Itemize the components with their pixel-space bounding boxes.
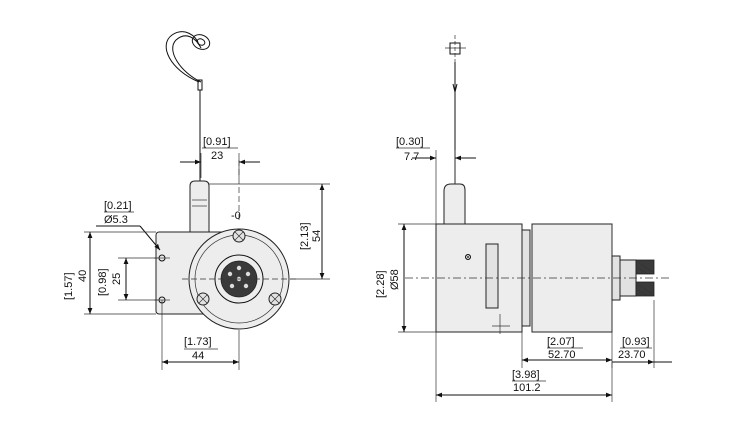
dimension-total-101-2: [3.98] 101.2 [435, 332, 613, 402]
cable-boot [189, 180, 210, 233]
dim-mm-5-3: Ø5.3 [104, 214, 128, 226]
dimension-connector-23-70: [0.93] 23.70 [612, 300, 672, 368]
dimension-width-44: [1.73] 44 [161, 300, 240, 370]
screw-top [232, 229, 246, 243]
cable-ring-terminal [165, 31, 211, 185]
screw-left [196, 292, 210, 306]
dim-mm-25: 25 [111, 273, 123, 285]
front-view [154, 31, 296, 330]
dimension-rear-52-70: [2.07] 52.70 [521, 332, 613, 368]
side-view [405, 35, 672, 334]
dimension-side-cable-offset: [0.30] 7.7 [396, 136, 476, 224]
dim-inch-3-98: [3.98] [512, 369, 540, 381]
side-label-window [485, 243, 499, 309]
dimension-height-54: [2.13] 54 [209, 183, 330, 280]
dimension-cable-offset-left: [0.91] 23 [180, 136, 260, 178]
dimension-height-40: [1.57] 40 [63, 231, 156, 315]
dim-mm-23-70: 23.70 [618, 349, 646, 361]
dimension-hole-spacing-25: [0.98] 25 [97, 257, 158, 301]
dim-mm-40: 40 [77, 270, 89, 282]
dim-inch-0-30: [0.30] [396, 136, 424, 148]
dim-inch-2-13: [2.13] [299, 222, 311, 250]
screw-right [268, 292, 282, 306]
dim-inch-0-91: [0.91] [203, 136, 231, 148]
dim-inch-1-57: [1.57] [63, 272, 75, 300]
dimension-diameter-58: [2.28] Ø58 [375, 223, 436, 333]
dim-inch-2-07: [2.07] [547, 336, 575, 348]
side-cable [445, 35, 466, 185]
dim-inch-0-93: [0.93] [622, 336, 650, 348]
dim-inch-2-28: [2.28] [375, 270, 387, 298]
dim-zero-mark: -0 [231, 210, 241, 222]
dim-mm-58: Ø58 [389, 269, 401, 290]
dim-mm-7-7: 7.7 [404, 151, 419, 163]
dim-inch-0-21: [0.21] [104, 200, 132, 212]
dim-mm-44: 44 [192, 350, 204, 362]
dim-inch-1-73: [1.73] [184, 336, 212, 348]
dim-mm-23: 23 [211, 150, 223, 162]
dim-mm-101-2: 101.2 [513, 382, 541, 394]
dim-inch-0-98: [0.98] [97, 268, 109, 296]
dim-mm-54: 54 [311, 230, 323, 242]
dim-mm-52-70: 52.70 [548, 349, 576, 361]
dimension-hole-diameter: [0.21] Ø5.3 -0 [96, 200, 241, 251]
